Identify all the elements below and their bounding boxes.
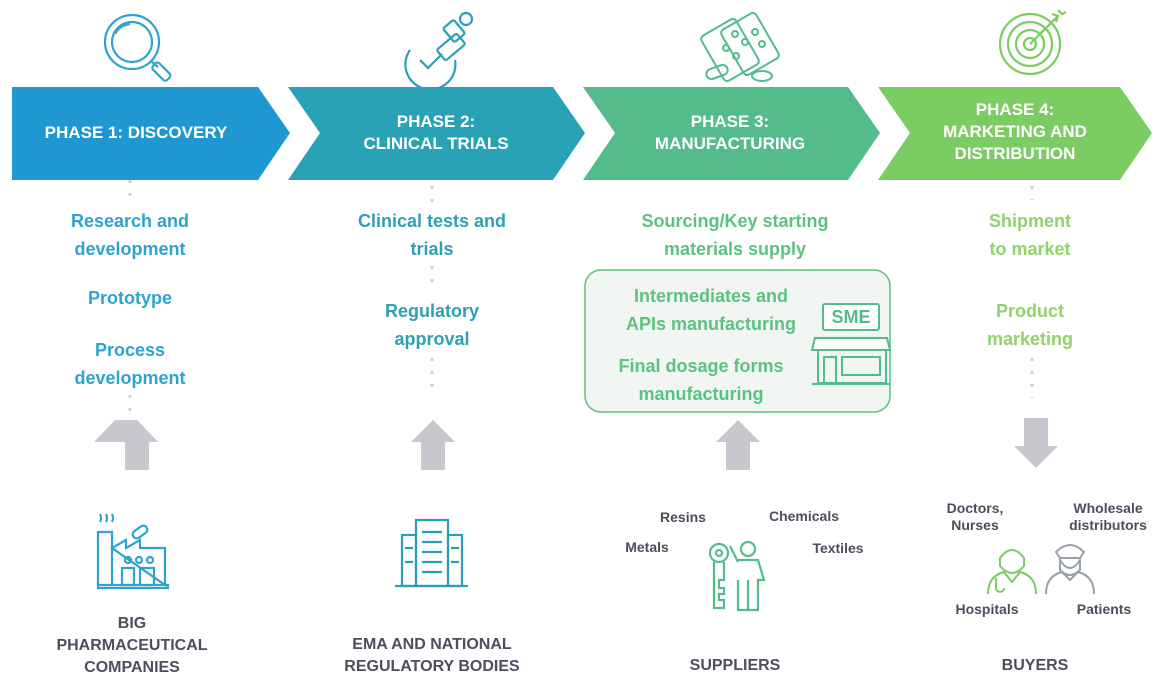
phase-2-label: PHASE 2: CLINICAL TRIALS <box>363 112 509 153</box>
arrow-up-1 <box>94 420 158 470</box>
supplier-textiles: Textiles <box>812 540 864 556</box>
activity-regulatory-approval: Regulatory approval <box>384 301 480 349</box>
sme-label: SME <box>831 307 871 327</box>
patient-icon <box>1045 544 1095 595</box>
activity-prototype: Prototype <box>87 288 172 308</box>
target-icon <box>998 9 1067 76</box>
arrow-up-2 <box>411 420 455 470</box>
buyer-doctors-nurses: Doctors, Nurses <box>946 500 1004 533</box>
activity-process: Process development <box>74 340 186 388</box>
approval-stamp-icon <box>404 11 474 91</box>
pill-blister-icon <box>700 11 780 83</box>
activity-product-marketing: Product marketing <box>986 301 1074 349</box>
magnifier-icon <box>103 13 172 82</box>
activity-final-dosage: Final dosage forms manufacturing <box>618 356 784 404</box>
phase-1-banner <box>12 87 290 180</box>
activity-shipment: Shipment to market <box>988 211 1071 259</box>
office-building-icon <box>395 518 468 588</box>
supplier-metals: Metals <box>625 539 669 555</box>
actor-big-pharma: BIG PHARMACEUTICAL COMPANIES <box>56 615 208 676</box>
phase-2-banner <box>288 87 585 180</box>
supplier-worker-icon <box>708 540 766 612</box>
actor-suppliers: SUPPLIERS <box>689 657 781 674</box>
activity-sourcing: Sourcing/Key starting materials supply <box>641 211 829 259</box>
actor-ema: EMA AND NATIONAL REGULATORY BODIES <box>344 636 520 675</box>
activity-clinical-tests: Clinical tests and trials <box>357 211 507 259</box>
arrow-down-4 <box>1014 418 1058 468</box>
phase-3-label: PHASE 3: MANUFACTURING <box>654 112 806 153</box>
buyer-patients: Patients <box>1076 601 1132 617</box>
buyer-wholesale: Wholesale distributors <box>1069 500 1147 533</box>
supplier-resins: Resins <box>660 509 706 525</box>
actor-buyers: BUYERS <box>1001 657 1069 674</box>
buyer-hospitals: Hospitals <box>955 601 1019 617</box>
shop-icon <box>810 303 892 385</box>
arrow-up-3 <box>716 420 760 470</box>
phase-3-banner <box>583 87 880 180</box>
activity-research: Research and development <box>70 211 190 259</box>
manufacturing-box <box>584 269 891 413</box>
phase-4-label: PHASE 4: MARKETING AND DISTRIBUTION <box>943 100 1087 163</box>
phase-4-banner <box>878 87 1152 180</box>
activity-intermediates: Intermediates and APIs manufacturing <box>625 286 797 334</box>
factory-icon <box>96 513 170 590</box>
phase-1-label: PHASE 1: DISCOVERY <box>44 123 228 142</box>
doctor-patient-icon <box>987 549 1037 595</box>
supplier-chemicals: Chemicals <box>768 508 840 524</box>
